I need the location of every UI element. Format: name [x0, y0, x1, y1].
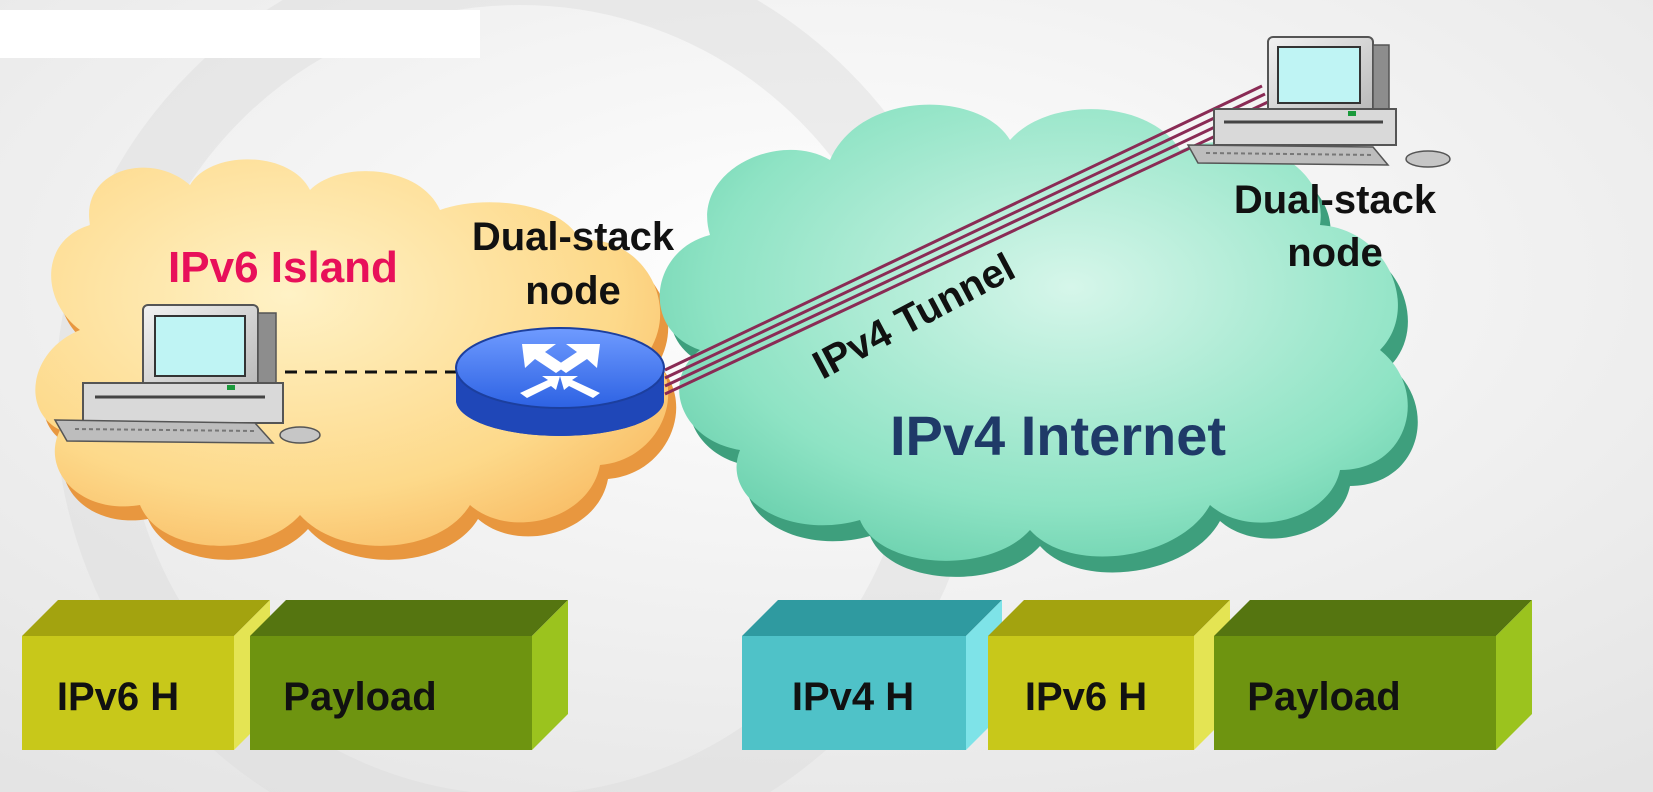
desktop-computer-icon [53, 304, 321, 444]
ipv4-internet-label: IPv4 Internet [890, 404, 1226, 467]
packet-label: IPv6 H [57, 675, 179, 719]
packet-ipv6: IPv6 H Payload [22, 600, 568, 750]
remote-node-label-line2: node [1287, 231, 1383, 275]
packet-label: IPv6 H [1025, 675, 1147, 719]
packet-block-ipv6-header: IPv6 H [988, 600, 1230, 750]
packet-block-ipv6-header: IPv6 H [22, 600, 270, 750]
packet-block-payload: Payload [250, 600, 568, 750]
router-node-label-line1: Dual-stack [472, 215, 675, 259]
packet-block-payload: Payload [1214, 600, 1532, 750]
ipv4-internet-cloud [659, 104, 1418, 577]
packet-label: Payload [283, 675, 436, 719]
packet-block-ipv4-header: IPv4 H [742, 600, 1002, 750]
packet-ipv4-encapsulated: IPv4 H IPv6 H Payload [742, 600, 1532, 750]
ipv4-tunnel-line [664, 84, 1272, 396]
router-icon [455, 327, 665, 436]
ipv6-island-label: IPv6 Island [168, 243, 398, 292]
desktop-computer-icon [1186, 36, 1451, 168]
remote-node-label-line1: Dual-stack [1234, 178, 1437, 222]
title-mask [0, 10, 480, 58]
router-node-label-line2: node [525, 269, 621, 313]
packet-label: IPv4 H [792, 675, 914, 719]
ipv6-island-cloud [35, 159, 677, 560]
packet-label: Payload [1247, 675, 1400, 719]
